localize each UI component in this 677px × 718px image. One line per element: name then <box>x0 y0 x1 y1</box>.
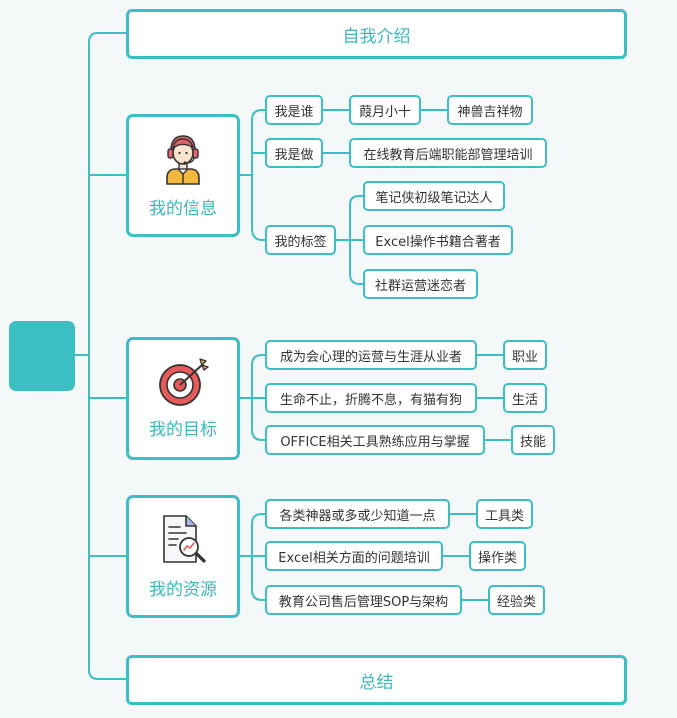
resource-tag[interactable]: 操作类 <box>469 541 526 571</box>
who-node[interactable]: 我是谁 <box>265 95 323 125</box>
job-value-node[interactable]: 在线教育后端职能部管理培训 <box>349 138 547 168</box>
resource-item[interactable]: 各类神器或多或少知道一点 <box>265 499 450 529</box>
intro-node[interactable]: 自我介绍 <box>126 9 627 59</box>
tag-item[interactable]: Excel操作书籍合著者 <box>363 225 513 255</box>
resource-section[interactable]: 我的资源 <box>126 495 240 618</box>
intro-label: 自我介绍 <box>342 26 411 47</box>
summary-node[interactable]: 总结 <box>126 655 627 705</box>
who-name-node[interactable]: 葭月小十 <box>349 95 421 125</box>
goal-item[interactable]: OFFICE相关工具熟练应用与掌握 <box>265 425 485 455</box>
goal-item[interactable]: 生命不止，折腾不息，有猫有狗 <box>265 383 477 413</box>
resource-tag[interactable]: 经验类 <box>488 585 545 615</box>
info-title: 我的信息 <box>149 199 217 219</box>
goal-tag[interactable]: 生活 <box>503 383 547 413</box>
tag-item[interactable]: 社群运营迷恋者 <box>363 269 478 299</box>
job-node[interactable]: 我是做 <box>265 138 323 168</box>
goal-section[interactable]: 我的目标 <box>126 337 240 460</box>
report-magnifier-icon <box>163 515 206 563</box>
goal-title: 我的目标 <box>149 420 217 440</box>
tags-node[interactable]: 我的标签 <box>265 225 336 255</box>
goal-tag[interactable]: 职业 <box>503 340 547 370</box>
summary-label: 总结 <box>359 672 394 693</box>
resource-tag[interactable]: 工具类 <box>476 499 533 529</box>
target-dart-icon <box>159 358 209 406</box>
tag-item[interactable]: 笔记侠初级笔记达人 <box>363 181 505 211</box>
who-alias-node[interactable]: 神兽吉祥物 <box>447 95 533 125</box>
customer-service-avatar-icon <box>166 135 200 185</box>
resource-item[interactable]: Excel相关方面的问题培训 <box>265 541 443 571</box>
resource-item[interactable]: 教育公司售后管理SOP与架构 <box>265 585 462 615</box>
root-node[interactable] <box>9 321 75 391</box>
info-section[interactable]: 我的信息 <box>126 114 240 237</box>
goal-item[interactable]: 成为会心理的运营与生涯从业者 <box>265 340 477 370</box>
goal-tag[interactable]: 技能 <box>511 425 555 455</box>
resource-title: 我的资源 <box>149 580 217 600</box>
